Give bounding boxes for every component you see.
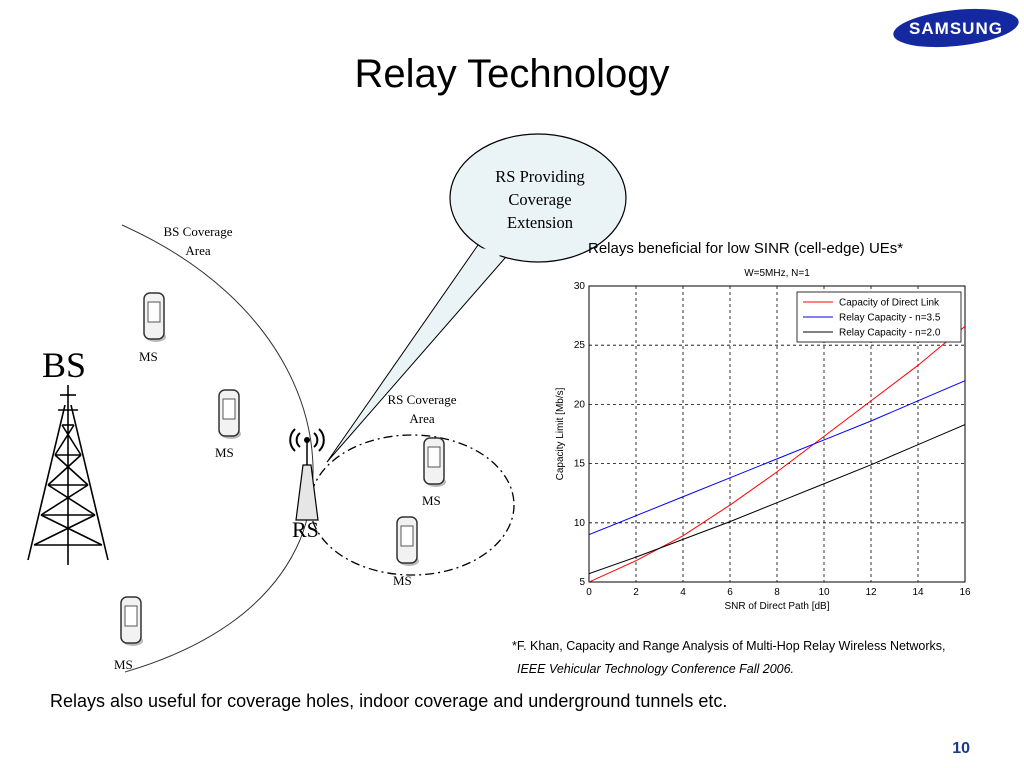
callout-text-line3: Extension [507,213,573,232]
x-axis-label: SNR of Direct Path [dB] [724,601,829,612]
callout-pointer [326,244,513,463]
ms-label: MS [422,493,441,508]
page-number: 10 [952,740,970,757]
callout-text-line2: Coverage [508,190,571,209]
y-axis-label: Capacity Limit [Mb/s] [555,387,566,480]
y-tick-label: 20 [574,399,586,410]
chart-title: W=5MHz, N=1 [744,268,810,279]
mobile-station [423,437,446,487]
rs-coverage-label-line2: Area [409,411,434,426]
ms-label: MS [139,349,158,364]
callout-bubble [449,133,627,263]
bs-coverage-label-line1: BS Coverage [164,224,233,239]
x-tick-label: 6 [727,587,733,598]
reference-line1: *F. Khan, Capacity and Range Analysis of… [512,639,946,653]
mobile-station [396,516,419,566]
y-tick-label: 25 [574,340,586,351]
x-tick-label: 8 [774,587,780,598]
bs-tower-icon [27,385,109,565]
samsung-logo-ellipse [893,8,1019,48]
x-tick-label: 12 [865,587,877,598]
bs-label: BS [42,345,86,385]
x-tick-label: 10 [818,587,830,598]
y-tick-label: 10 [574,518,586,529]
samsung-logo-text: SAMSUNG [909,19,1003,38]
mobile-station [218,389,241,439]
bs-coverage-label-line2: Area [185,243,210,258]
ms-label: MS [215,445,234,460]
x-tick-label: 4 [680,587,686,598]
callout-pointer-cover [480,248,508,258]
callout-text-line1: RS Providing [495,167,584,186]
slide-title: Relay Technology [354,52,670,96]
series-line-2 [589,380,965,536]
x-tick-label: 2 [633,587,639,598]
series-line-1 [589,325,965,582]
rs-label: RS [292,517,319,542]
y-tick-label: 30 [574,281,586,292]
legend-label-2: Relay Capacity - n=3.5 [839,313,941,324]
rs-antenna-body [295,464,319,521]
mobile-station [143,292,166,342]
chart-heading: Relays beneficial for low SINR (cell-edg… [588,240,904,257]
ms-label: MS [114,657,133,672]
x-tick-label: 14 [912,587,924,598]
x-tick-label: 16 [959,587,971,598]
mobile-station [120,596,143,646]
y-tick-label: 15 [574,459,586,470]
legend-label-1: Capacity of Direct Link [839,298,940,309]
y-tick-label: 5 [579,577,585,588]
ms-label: MS [393,573,412,588]
footer-note: Relays also useful for coverage holes, i… [50,691,728,711]
series-line-3 [589,424,965,575]
x-tick-label: 0 [586,587,592,598]
rs-antenna-icon [289,428,325,521]
reference-line2: IEEE Vehicular Technology Conference Fal… [517,662,795,676]
legend-label-3: Relay Capacity - n=2.0 [839,328,941,339]
samsung-logo: SAMSUNG [893,8,1019,48]
rs-coverage-label-line1: RS Coverage [388,392,457,407]
